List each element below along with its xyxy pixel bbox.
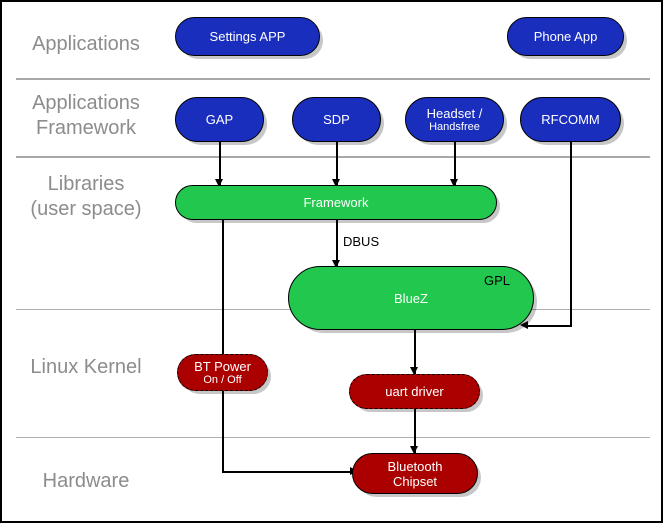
node-uart-driver[interactable]: uart driver (349, 374, 480, 409)
edge-rfcomm-into-bluez-arrow (520, 321, 528, 329)
node-bt-power-label: BT Power (194, 358, 251, 374)
node-settings-app[interactable]: Settings APP (175, 17, 320, 56)
node-gap[interactable]: GAP (175, 97, 264, 142)
layer-label-kernel-text: Linux Kernel (30, 356, 142, 378)
layer-label-framework-line2: Framework (35, 117, 136, 139)
edge-rfcomm-into-bluez-line (526, 325, 572, 327)
node-settings-app-label: Settings APP (209, 29, 286, 44)
node-bluez[interactable]: BlueZ (288, 266, 534, 330)
node-headset-handsfree[interactable]: Headset / Handsfree (405, 97, 504, 142)
edge-sdp-to-framework-arrow (332, 179, 340, 187)
node-bluetooth-chipset[interactable]: Bluetooth Chipset (352, 453, 478, 494)
node-bt-power[interactable]: BT Power On / Off (177, 354, 268, 391)
node-framework-label: Framework (303, 195, 369, 210)
node-rfcomm-label: RFCOMM (541, 112, 600, 127)
divider-kernel (16, 437, 650, 438)
edge-framework-to-bluez-line (336, 219, 338, 267)
node-headset-label: Headset / (426, 105, 483, 121)
layer-label-hardware-text: Hardware (42, 470, 130, 492)
edge-framework-to-chipset-hline (222, 471, 352, 473)
layer-label-applications-framework: Applications Framework (2, 91, 170, 141)
edge-headset-to-framework-line (454, 142, 456, 187)
edge-bluez-to-uart-line (414, 330, 416, 374)
edge-rfcomm-down-line (570, 142, 572, 326)
layer-label-libraries-line2: (user space) (30, 198, 142, 220)
layer-label-libraries-line1: Libraries (47, 173, 125, 195)
edge-headset-to-framework-arrow (450, 179, 458, 187)
divider-applications (16, 78, 650, 80)
node-headset-sublabel: Handsfree (429, 120, 480, 133)
node-bluetooth-chipset-label: Bluetooth (387, 458, 443, 474)
edge-gap-to-framework-line (219, 142, 221, 187)
layer-label-linux-kernel: Linux Kernel (2, 355, 170, 380)
layer-label-framework-line1: Applications (32, 92, 140, 114)
node-sdp-label: SDP (323, 112, 350, 127)
layer-label-libraries: Libraries (user space) (2, 172, 170, 222)
divider-framework (16, 156, 650, 158)
edge-framework-to-bluez-arrow (332, 260, 340, 268)
edge-uart-to-chipset-arrow (410, 446, 418, 454)
edge-gap-to-framework-arrow (215, 179, 223, 187)
edge-label-dbus: DBUS (343, 234, 380, 249)
node-bluetooth-chipset-sublabel: Chipset (392, 473, 438, 489)
layer-label-applications: Applications (2, 32, 170, 57)
node-gap-label: GAP (205, 112, 234, 127)
node-framework[interactable]: Framework (175, 185, 497, 220)
layer-label-hardware: Hardware (2, 469, 170, 494)
node-bluez-label: BlueZ (394, 290, 428, 306)
node-phone-app[interactable]: Phone App (507, 17, 624, 56)
layer-label-applications-text: Applications (32, 33, 140, 55)
node-bluez-gpl-badge: GPL (484, 273, 511, 288)
edge-uart-to-chipset-line (414, 409, 416, 453)
edge-framework-to-chipset-vline (222, 219, 224, 472)
node-phone-app-label: Phone App (533, 29, 598, 44)
edge-sdp-to-framework-line (336, 142, 338, 187)
edge-bluez-to-uart-arrow (410, 367, 418, 375)
node-rfcomm[interactable]: RFCOMM (520, 97, 621, 142)
node-bt-power-sublabel: On / Off (203, 373, 242, 386)
node-sdp[interactable]: SDP (292, 97, 381, 142)
node-uart-driver-label: uart driver (385, 384, 444, 399)
